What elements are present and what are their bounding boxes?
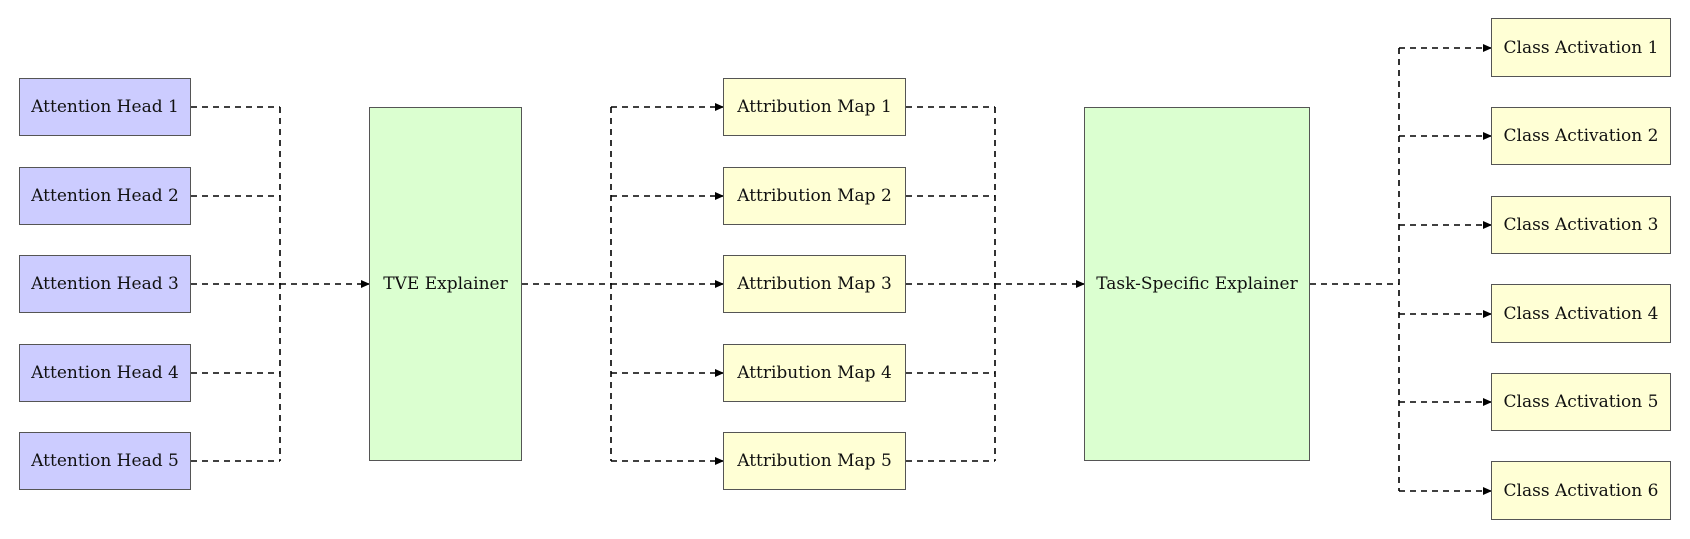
- class-activation-1: Class Activation 1: [1491, 18, 1671, 77]
- tve-explainer-label: TVE Explainer: [383, 274, 508, 294]
- attention-head-4: Attention Head 4: [19, 344, 191, 402]
- class-activation-1-label: Class Activation 1: [1503, 37, 1659, 58]
- class-activation-6: Class Activation 6: [1491, 461, 1671, 520]
- attention-head-5: Attention Head 5: [19, 432, 191, 490]
- task-specific-explainer-label: Task-Specific Explainer: [1096, 274, 1298, 294]
- class-activation-6-label: Class Activation 6: [1503, 480, 1659, 501]
- attention-head-4-label: Attention Head 4: [31, 363, 179, 383]
- class-activation-2: Class Activation 2: [1491, 107, 1671, 165]
- attribution-map-4: Attribution Map 4: [723, 344, 906, 402]
- attribution-map-2: Attribution Map 2: [723, 167, 906, 225]
- class-activation-3: Class Activation 3: [1491, 196, 1671, 254]
- attribution-map-1-label: Attribution Map 1: [737, 97, 892, 117]
- class-activation-5-label: Class Activation 5: [1503, 392, 1659, 412]
- attention-head-2: Attention Head 2: [19, 167, 191, 225]
- class-activation-4: Class Activation 4: [1491, 284, 1671, 343]
- tve-explainer: TVE Explainer: [369, 107, 522, 461]
- attention-head-1-label: Attention Head 1: [31, 97, 179, 117]
- class-activation-3-label: Class Activation 3: [1503, 215, 1659, 235]
- attribution-map-5: Attribution Map 5: [723, 432, 906, 490]
- attention-head-3-label: Attention Head 3: [31, 274, 179, 294]
- class-activation-4-label: Class Activation 4: [1503, 303, 1659, 324]
- attention-head-5-label: Attention Head 5: [31, 451, 179, 471]
- attribution-map-3: Attribution Map 3: [723, 255, 906, 313]
- attribution-map-5-label: Attribution Map 5: [737, 451, 892, 471]
- class-activation-5: Class Activation 5: [1491, 373, 1671, 431]
- attribution-map-1: Attribution Map 1: [723, 78, 906, 136]
- attention-head-1: Attention Head 1: [19, 78, 191, 136]
- task-specific-explainer: Task-Specific Explainer: [1084, 107, 1310, 461]
- class-activation-2-label: Class Activation 2: [1503, 126, 1659, 146]
- edge-group: [191, 44, 1492, 495]
- attribution-map-4-label: Attribution Map 4: [737, 363, 892, 383]
- attention-head-2-label: Attention Head 2: [31, 186, 179, 206]
- attribution-map-2-label: Attribution Map 2: [737, 186, 892, 206]
- attention-head-3: Attention Head 3: [19, 255, 191, 313]
- attribution-map-3-label: Attribution Map 3: [737, 274, 892, 294]
